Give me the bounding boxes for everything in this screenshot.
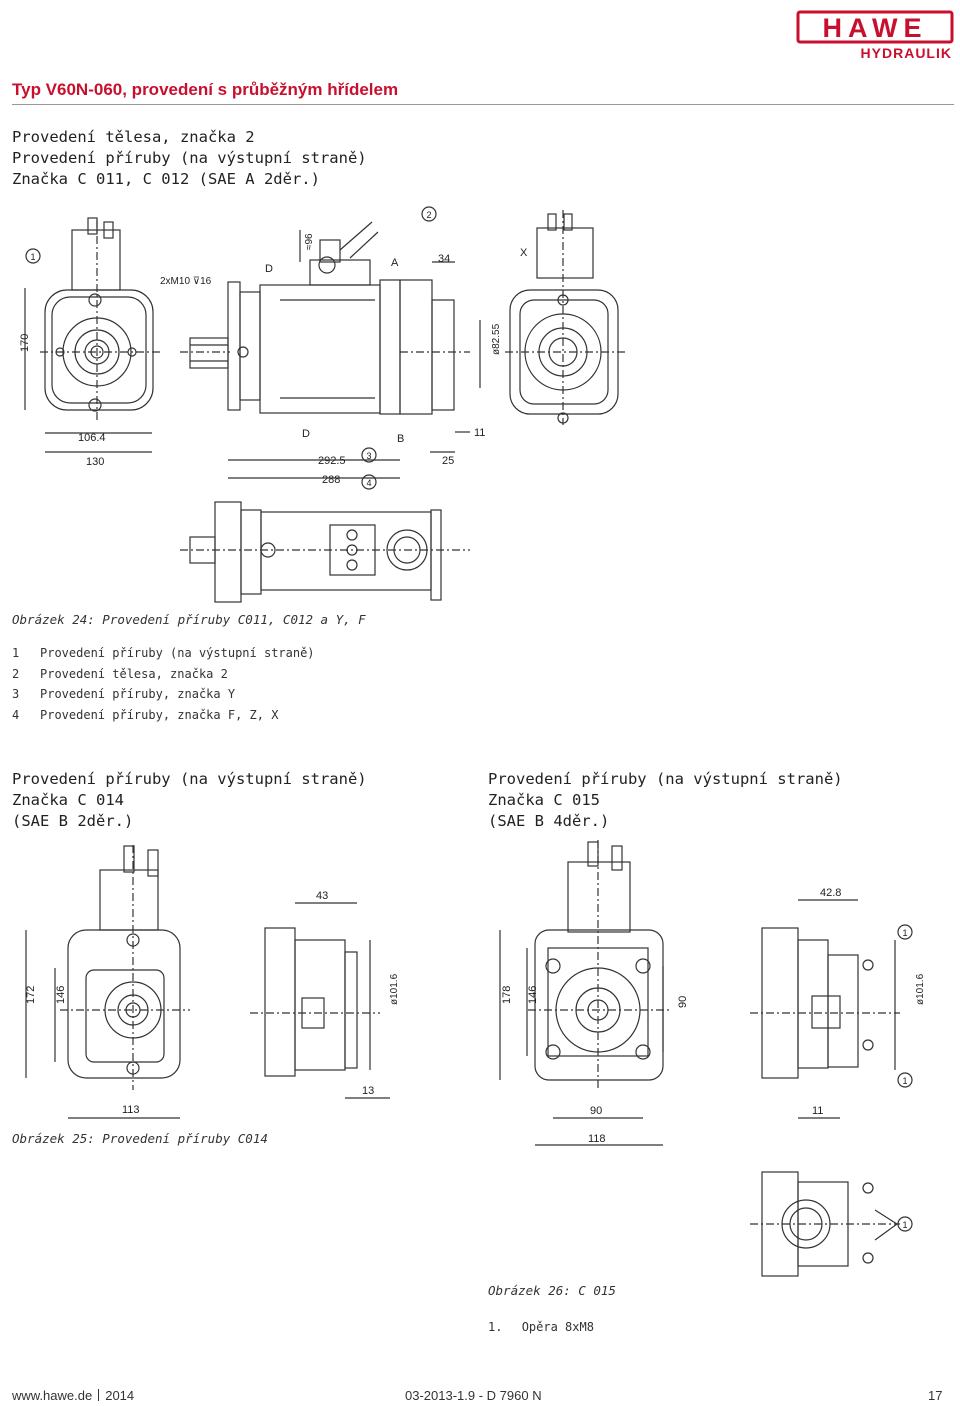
figure-24-caption: Obrázek 24: Provedení příruby C011, C012…	[12, 612, 366, 627]
plan-view	[180, 501, 470, 603]
figure-25-caption: Obrázek 25: Provedení příruby C014	[12, 1131, 268, 1146]
c015-side-view	[750, 927, 900, 1079]
legend-text: Provedení příruby, značka F, Z, X	[40, 707, 279, 722]
dim-170: 170	[19, 334, 31, 352]
rear-view	[505, 210, 625, 425]
callout-1: 1	[902, 1220, 907, 1230]
dim-13: 13	[362, 1085, 374, 1097]
heading-line: Provedení příruby (na výstupní straně)	[12, 149, 367, 167]
legend-item: 1 Provedení příruby (na výstupní straně)	[12, 646, 315, 667]
footer-doc: 03-2013-1.9 - D 7960 N	[405, 1388, 542, 1403]
dim-146: 146	[55, 986, 67, 1004]
legend-num: 4	[12, 707, 20, 722]
c015-heading: Provedení příruby (na výstupní straně) Z…	[488, 769, 843, 832]
dim-34: 34	[438, 253, 450, 265]
dim-43: 43	[316, 890, 328, 902]
dim-90-vertical: 90	[677, 996, 689, 1008]
dim-130: 130	[86, 456, 104, 468]
dim-11: 11	[474, 427, 485, 439]
c014-front-view	[60, 845, 190, 1090]
legend-item: 2 Provedení tělesa, značka 2	[12, 667, 315, 688]
dim-thread: 2xM10 ⊽16	[160, 276, 212, 287]
side-view	[180, 221, 470, 415]
title-divider	[12, 104, 954, 105]
footer-page: 17	[928, 1388, 943, 1403]
dim-101-6: ø101.6	[915, 973, 926, 1005]
dim-288: 288	[322, 474, 340, 486]
callout-2: 2	[426, 210, 431, 220]
legend-item: 3 Provedení příruby, značka Y	[12, 687, 315, 708]
port-a-label: A	[391, 257, 399, 269]
c014-heading: Provedení příruby (na výstupní straně) Z…	[12, 769, 367, 832]
note-text: Opěra 8xM8	[521, 1320, 594, 1334]
footer-left: www.hawe.de 2014	[12, 1388, 134, 1403]
c015-plan-view	[750, 1171, 900, 1277]
dim-118: 118	[588, 1133, 606, 1145]
heading-line: Provedení tělesa, značka 2	[12, 128, 255, 146]
dim-292-5: 292.5	[318, 455, 346, 467]
dim-25: 25	[442, 455, 454, 467]
front-view	[40, 217, 160, 420]
port-x-label: X	[520, 247, 528, 259]
legend-num: 3	[12, 687, 20, 701]
legend-text: Provedení příruby (na výstupní straně)	[40, 646, 315, 660]
legend-num: 1	[12, 646, 20, 660]
port-b-label: B	[397, 433, 404, 445]
port-d-label: D	[265, 263, 273, 275]
heading-line: Značka C 014	[12, 791, 124, 809]
figure-26-caption: Obrázek 26: C 015	[488, 1283, 616, 1298]
dim-82-55: ø82.55	[491, 323, 502, 355]
dim-11: 11	[812, 1105, 823, 1117]
callout-4: 4	[366, 478, 371, 488]
heading-line: Značka C 015	[488, 791, 600, 809]
footer-year: 2014	[105, 1388, 135, 1403]
heading-line: Provedení příruby (na výstupní straně)	[12, 770, 367, 788]
dim-90: 90	[590, 1105, 602, 1117]
heading-line: (SAE B 2děr.)	[12, 812, 134, 830]
hawe-logo: HAWE HYDRAULIK	[796, 8, 956, 61]
callout-1: 1	[30, 252, 35, 262]
footer-url[interactable]: www.hawe.de	[12, 1388, 93, 1403]
dim-96: ≈96	[304, 233, 315, 250]
dim-101-6: ø101.6	[389, 973, 400, 1005]
dim-178: 178	[501, 986, 513, 1004]
dim-146: 146	[527, 986, 539, 1004]
section1-heading: Provedení tělesa, značka 2 Provedení pří…	[12, 127, 367, 190]
dim-42-8: 42.8	[820, 887, 841, 899]
callout-1: 1	[902, 928, 907, 938]
legend-item: 4 Provedení příruby, značka F, Z, X	[12, 708, 315, 729]
svg-text:HYDRAULIK: HYDRAULIK	[861, 45, 952, 60]
dim-172: 172	[25, 986, 37, 1004]
heading-line: (SAE B 4děr.)	[488, 812, 610, 830]
legend-text: Provedení tělesa, značka 2	[40, 666, 228, 681]
figure-25-26-drawing: 172 146 113 43 ø101.6 13 178 146 90 90 1…	[25, 840, 926, 1277]
callout-1: 1	[902, 1076, 907, 1086]
callout-3: 3	[366, 451, 371, 461]
dim-106-4: 106.4	[78, 432, 106, 444]
port-d-label: D	[302, 428, 310, 440]
legend-text: Provedení příruby, značka Y	[40, 687, 236, 701]
c015-front-view	[528, 840, 670, 1090]
heading-line: Značka C 011, C 012 (SAE A 2děr.)	[12, 170, 320, 188]
heading-line: Provedení příruby (na výstupní straně)	[488, 770, 843, 788]
svg-text:HAWE: HAWE	[823, 13, 928, 43]
c014-side-view	[250, 927, 380, 1077]
page-title: Typ V60N-060, provedení s průběžným hříd…	[12, 80, 399, 99]
legend-num: 2	[12, 666, 20, 681]
note: 1. Opěra 8xM8	[488, 1320, 594, 1334]
dim-113: 113	[122, 1104, 140, 1116]
note-number: 1.	[488, 1320, 503, 1334]
footer-separator	[98, 1389, 100, 1401]
figure-24-drawing: 170 106.4 130 292.5 288 25 11 34 ≈96 ø82…	[19, 206, 625, 603]
